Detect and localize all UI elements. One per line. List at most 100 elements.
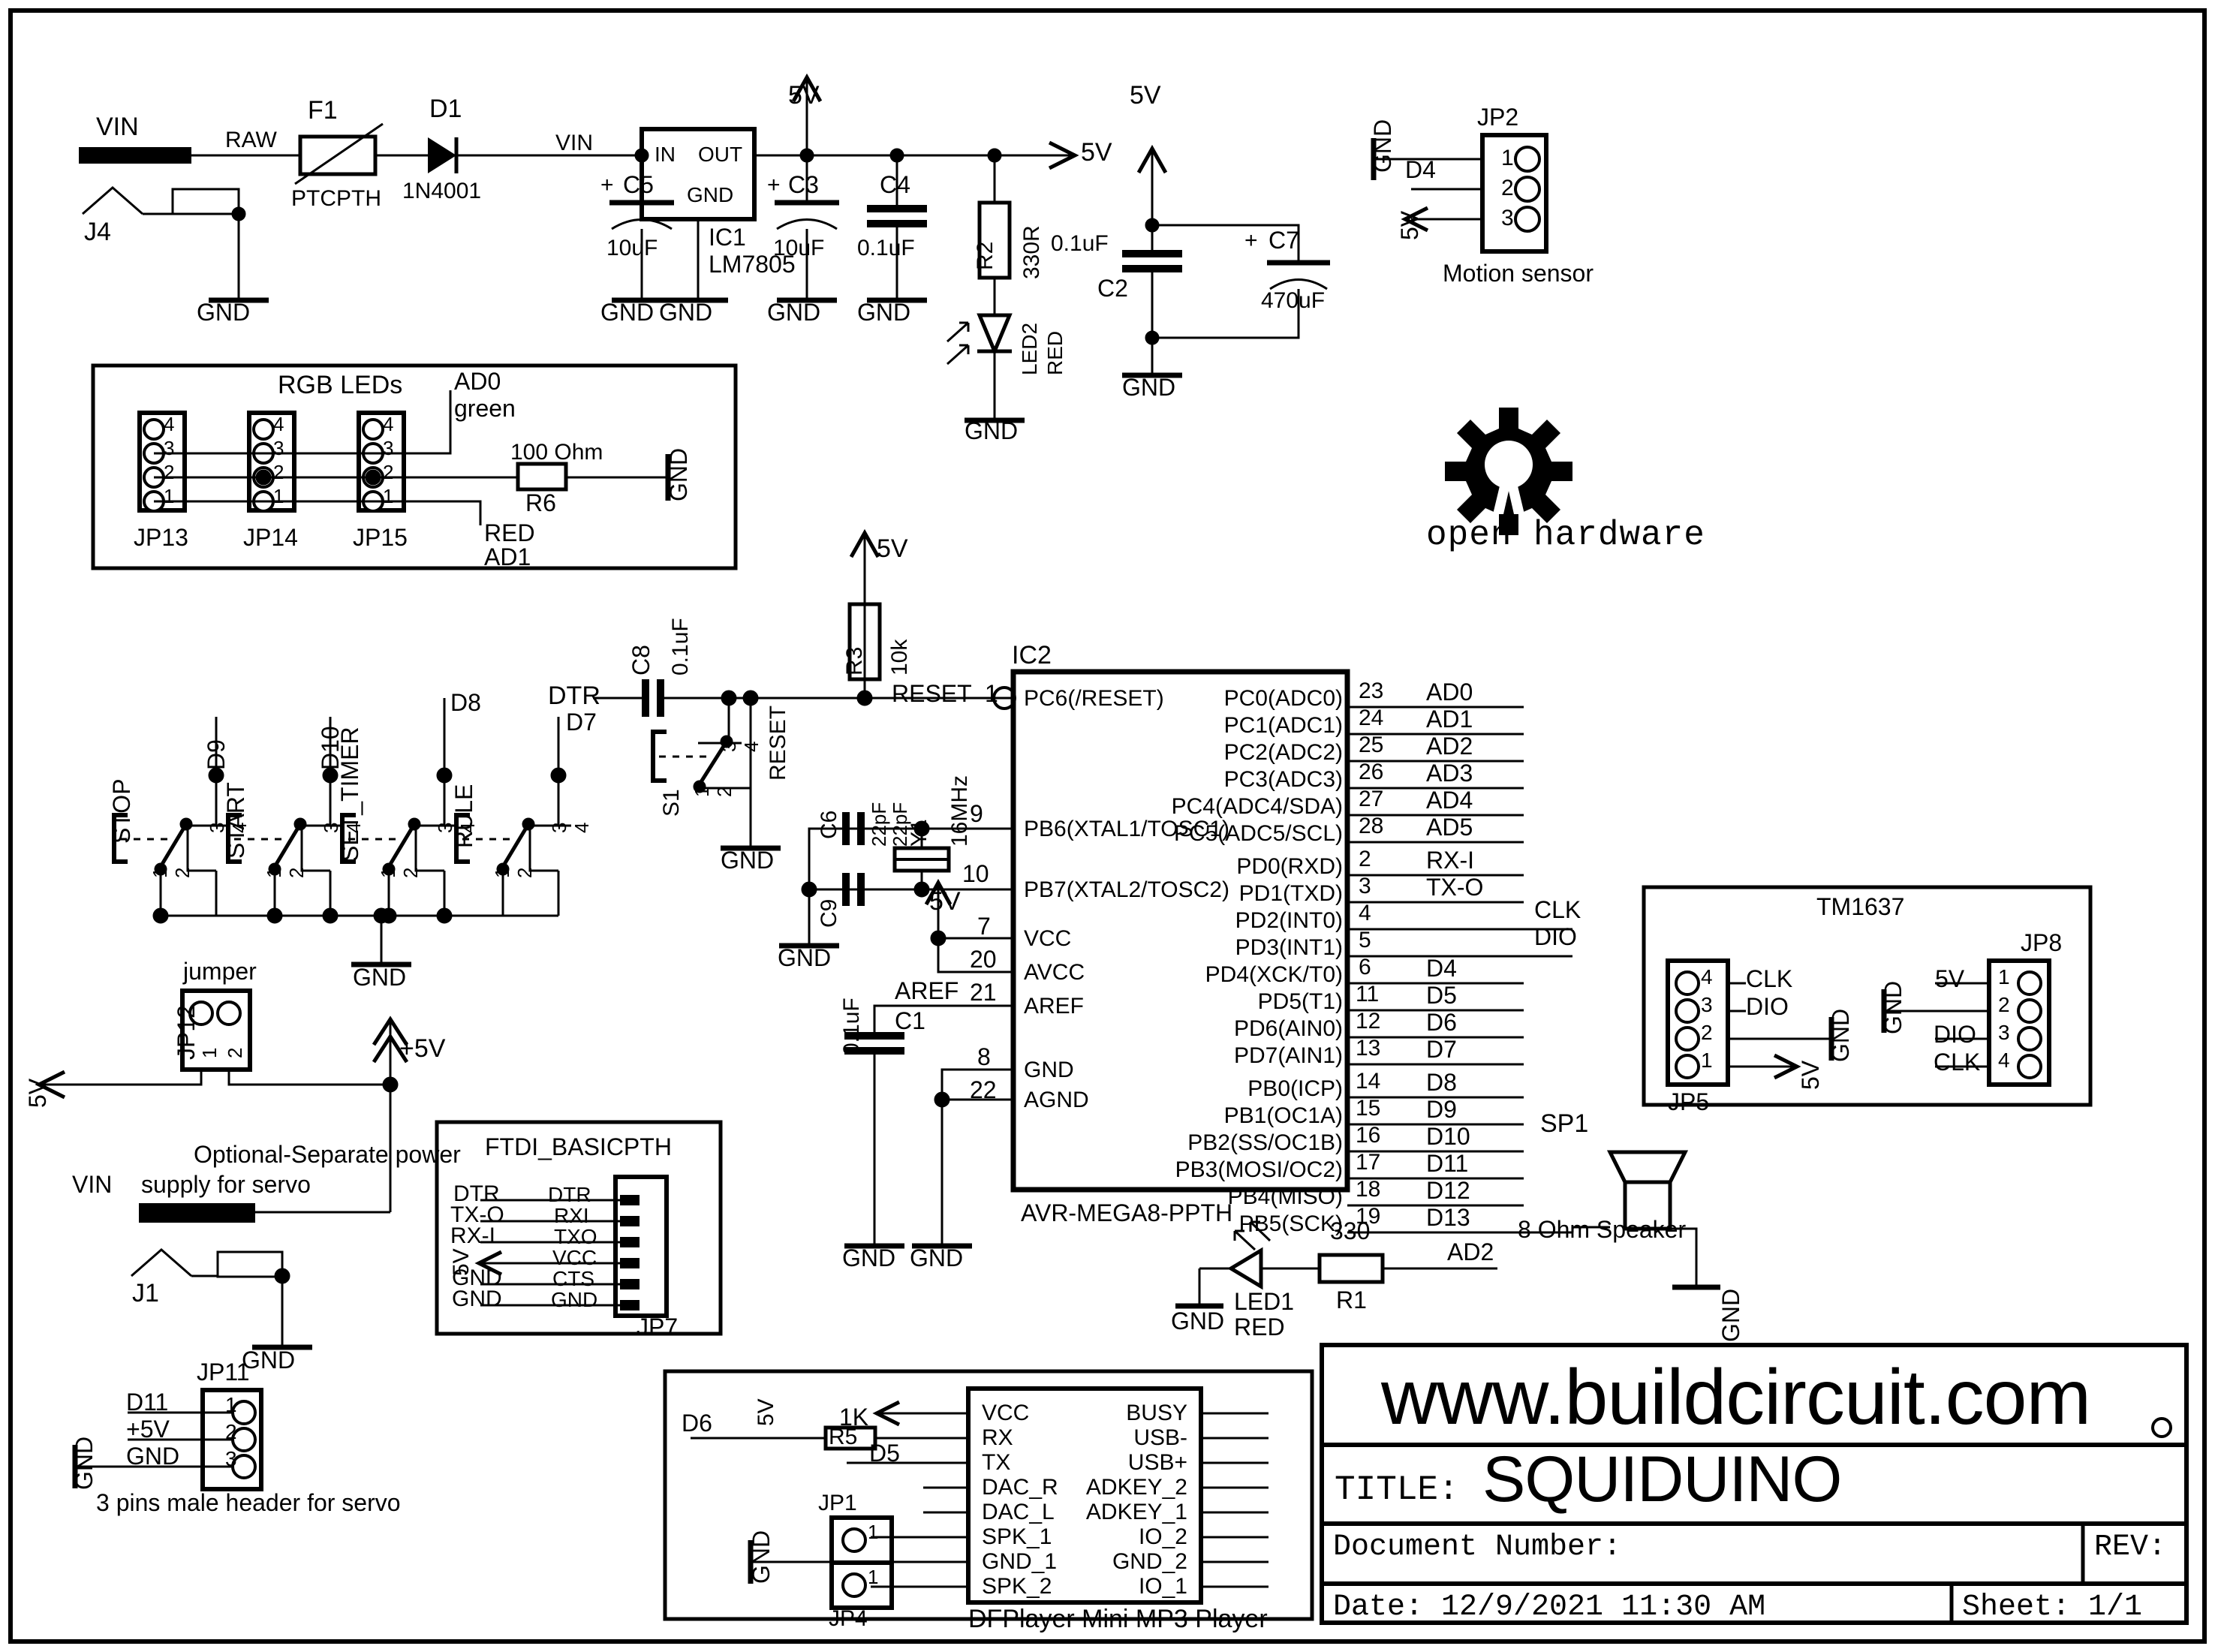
ftdi-net-gnd: GND: [452, 1286, 502, 1311]
ic2-pin-pb2: PB2(SS/OC1B): [1187, 1130, 1343, 1155]
btn0-pin-1: 1: [149, 867, 171, 878]
ic2-pin-pb3: PB3(MOSI/OC2): [1175, 1157, 1343, 1182]
btn1-pin-1: 1: [263, 867, 285, 878]
ic2-pin-pb7: PB7(XTAL2/TOSC2): [1024, 877, 1229, 902]
ftdi-net-dtr: DTR: [453, 1181, 500, 1206]
rail-5v-c2: 5V: [1130, 81, 1161, 110]
jp8-pin-3: 3: [1998, 1021, 2010, 1044]
jp8-net-5v: 5V: [1935, 965, 1965, 992]
pin-num-5: 5: [1359, 928, 1371, 952]
ftdi-pin-rxi: RXI: [554, 1204, 589, 1227]
ref-jp7: JP7: [637, 1313, 679, 1341]
btn0-pin-3: 3: [206, 822, 228, 833]
c7-plus: +: [1244, 228, 1258, 253]
gnd-ic1: GND: [659, 299, 713, 326]
net-d9: D9: [1426, 1096, 1457, 1123]
label-vin-input: VIN: [96, 113, 139, 141]
value-c2: 0.1uF: [1051, 231, 1109, 256]
jp11-pin-3: 3: [225, 1447, 237, 1470]
ref-r1: R1: [1336, 1286, 1367, 1313]
ic2-pin-pd7: PD7(AIN1): [1233, 1043, 1343, 1068]
title-block-title-label: TITLE:: [1335, 1470, 1459, 1509]
mp3-pin-io-1: IO_1: [1138, 1574, 1187, 1599]
title-mp3: DFPlayer Mini MP3 Player: [968, 1605, 1268, 1633]
open-hardware-label: open hardware: [1426, 516, 1705, 555]
mp3-pin-vcc: VCC: [982, 1401, 1030, 1425]
gnd-led1: GND: [1171, 1307, 1225, 1335]
pin-num-11: 11: [1356, 982, 1380, 1007]
jp11-pin-2: 2: [225, 1420, 237, 1443]
gnd-crystal: GND: [778, 944, 832, 971]
net-ad2: AD2: [1426, 733, 1473, 760]
net-dio-mcu: DIO: [1534, 923, 1577, 950]
btn-net-d8: D8: [450, 689, 481, 716]
jp12-pin-1: 1: [198, 1047, 221, 1058]
value-r1: 330: [1330, 1217, 1371, 1244]
value-c5: 10uF: [606, 236, 658, 260]
jp14-pin-4: 4: [273, 413, 284, 435]
ref-c7: C7: [1269, 227, 1299, 254]
pin-num-10: 10: [962, 860, 989, 887]
ref-ic2: IC2: [1012, 641, 1052, 670]
jp5-pin-3: 3: [1701, 993, 1713, 1016]
jp14-pin-1: 1: [273, 485, 284, 507]
ref-jp11: JP11: [197, 1359, 250, 1386]
jp15-pin-4: 4: [383, 413, 394, 435]
ref-c2: C2: [1097, 275, 1128, 302]
ref-jp8: JP8: [2021, 929, 2063, 956]
ftdi-rail-5v: 5V: [449, 1248, 474, 1276]
ref-c4: C4: [880, 171, 910, 198]
caption-jumper: jumper: [183, 958, 257, 985]
ref-r6: R6: [525, 489, 556, 516]
ic2-pin-pb0: PB0(ICP): [1247, 1076, 1343, 1101]
value-r5: 1K: [839, 1404, 869, 1431]
pin-num-19: 19: [1356, 1204, 1381, 1229]
net-ad1: AD1: [1426, 706, 1473, 733]
part-ic2: AVR-MEGA8-PPTH: [1021, 1199, 1233, 1226]
ic2-pin-gnd: GND: [1024, 1058, 1074, 1082]
gnd-agnd: GND: [910, 1244, 964, 1271]
value-d1: 1N4001: [402, 179, 482, 203]
jp14-pin-2: 2: [273, 461, 284, 483]
pin-num-6: 6: [1359, 955, 1371, 979]
rail-plus5v: +5V: [399, 1034, 446, 1063]
mp3-pin-usb-minus: USB-: [1133, 1425, 1187, 1450]
gnd-c3: GND: [767, 299, 821, 326]
caption-servo-header: 3 pins male header for servo: [96, 1489, 401, 1516]
gnd-j1: GND: [242, 1347, 296, 1374]
ref-c6: C6: [817, 810, 841, 839]
ic2-pin-pd5: PD5(T1): [1257, 989, 1343, 1014]
jp2-pin-2-num: 2: [1501, 176, 1514, 200]
rgb-net-ad1: AD1: [484, 543, 531, 570]
pin-num-7: 7: [977, 913, 991, 940]
open-hardware-gear-icon: [1445, 408, 1572, 535]
label-raw: RAW: [225, 128, 277, 152]
pin-num-4: 4: [1359, 901, 1371, 925]
pin-num-27: 27: [1359, 787, 1384, 811]
jp15-pin-3: 3: [383, 437, 394, 459]
ic2-pin-aref: AREF: [1024, 994, 1085, 1019]
net-ad3: AD3: [1426, 760, 1473, 787]
caption-speaker: 8 Ohm Speaker: [1518, 1216, 1687, 1243]
jp11-pin-1: 1: [225, 1393, 237, 1416]
net-reset: RESET: [766, 705, 790, 781]
mp3-pin-dac-r: DAC_R: [982, 1475, 1058, 1500]
ref-f1: F1: [308, 96, 338, 125]
rgb-net-red: RED: [484, 519, 535, 546]
jp13-pin-1: 1: [164, 485, 175, 507]
ic2-pin-pb6: PB6(XTAL1/TOSC1): [1024, 817, 1229, 841]
ic2-pin-pb5: PB5(SCK): [1238, 1211, 1343, 1236]
btn-net-d7: D7: [566, 709, 597, 736]
c5-plus: +: [600, 173, 614, 197]
pin-num-17: 17: [1356, 1150, 1381, 1175]
value-c6: 22pF: [868, 802, 890, 847]
color-led1: RED: [1234, 1313, 1285, 1341]
pin-num-16: 16: [1356, 1123, 1381, 1148]
pin-num-28: 28: [1359, 814, 1384, 838]
rgb-net-green: green: [454, 395, 516, 422]
ref-d1: D1: [429, 95, 462, 123]
title-block-website: www.buildcircuit.com: [1381, 1354, 2091, 1441]
value-r6: 100 Ohm: [510, 440, 603, 465]
gnd-r6: GND: [665, 447, 692, 501]
ref-c9: C9: [817, 898, 841, 928]
